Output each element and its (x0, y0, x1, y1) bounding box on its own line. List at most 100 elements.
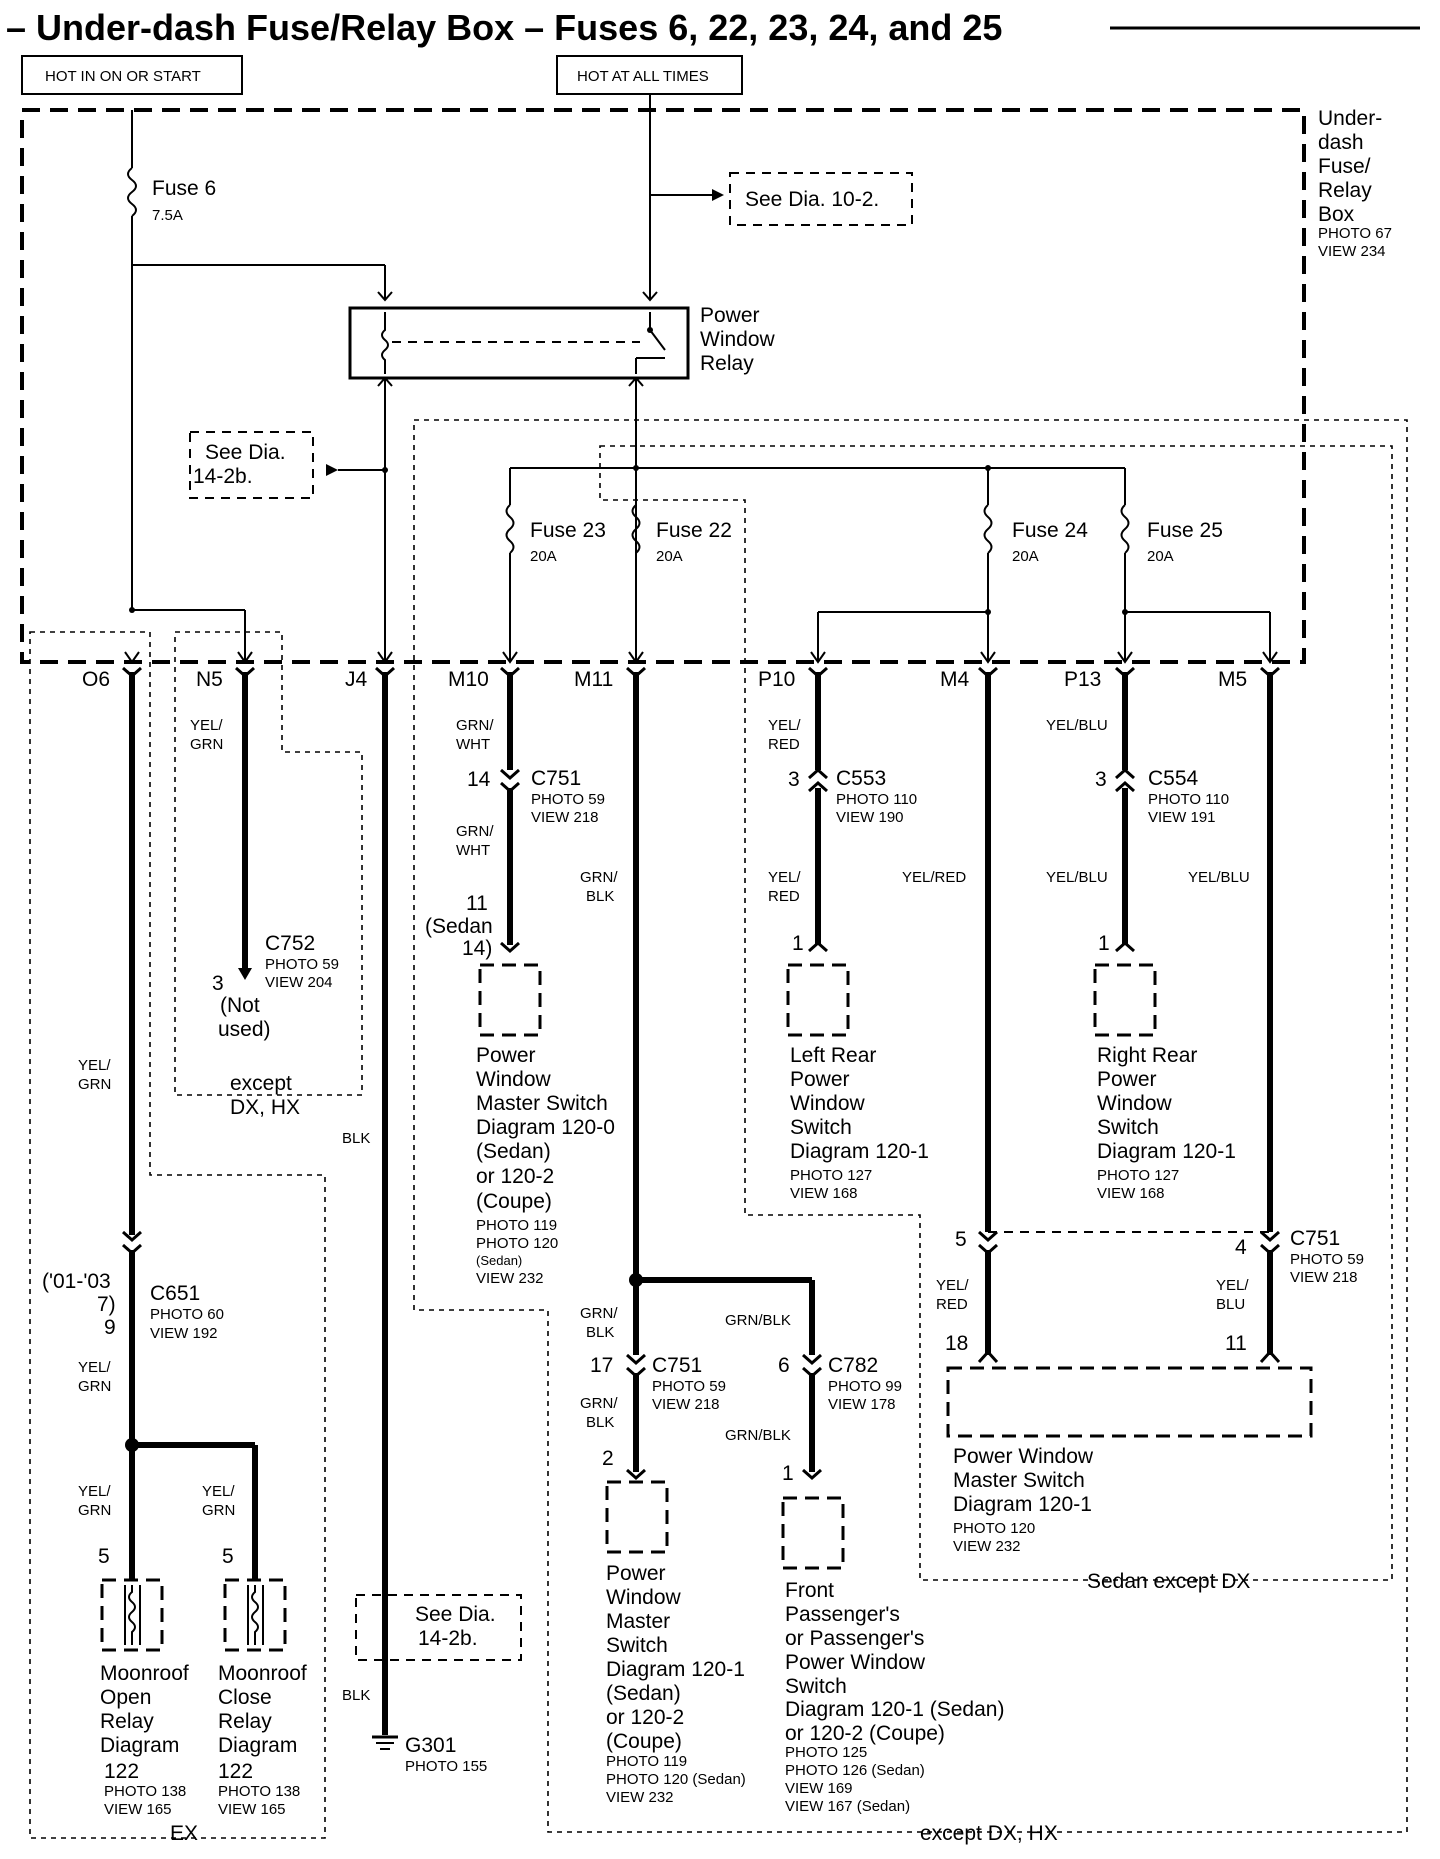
terminal-m5: M5 (1218, 668, 1247, 691)
fuse-6-symbol (127, 167, 137, 217)
c751-m-view: VIEW 218 (1290, 1269, 1358, 1286)
c651-photo: PHOTO 60 (150, 1306, 224, 1323)
fuse-22-symbol (631, 504, 641, 554)
c554-pin-out: 1 (1098, 932, 1110, 955)
c751-m-pin-out-l: 18 (945, 1332, 968, 1355)
c751-m-pin-r: 4 (1235, 1236, 1247, 1259)
m10-wire-color-bottom: GRN/ WHT (456, 823, 498, 859)
front-pass-component (781, 1496, 845, 1570)
moonroof-open-text: Moonroof Open Relay Diagram 122 (100, 1662, 195, 1783)
c782-name: C782 (828, 1354, 878, 1377)
terminal-p10: P10 (758, 668, 795, 691)
c752-pin: 3 (212, 972, 224, 995)
moonroof-close-wire-color: YEL/ GRN (202, 1483, 239, 1519)
pw-master-m11-text: Power Window Master Switch Diagram 120-1… (606, 1562, 751, 1753)
j4-wire-color-top: BLK (342, 1130, 370, 1147)
moonroof-open-relay (100, 1578, 164, 1652)
right-rear-text: Right Rear Power Window Switch Diagram 1… (1097, 1044, 1236, 1163)
c651-name: C651 (150, 1282, 200, 1305)
right-rear-component (1093, 963, 1157, 1037)
c751-m-pin-l: 5 (955, 1228, 967, 1251)
moonroof-close-pin: 5 (222, 1545, 234, 1568)
c751-m10-pin: 14 (467, 768, 491, 791)
m11-left-wire-color-b: GRN/ BLK (580, 1395, 622, 1431)
region-sedan-except-dx-label: Sedan except DX (1087, 1570, 1250, 1593)
box-photo: PHOTO 67 (1318, 225, 1392, 242)
fuse-22-name: Fuse 22 (656, 519, 732, 542)
fuse-6-name: Fuse 6 (152, 177, 216, 200)
c782-pin-out: 1 (782, 1462, 794, 1485)
o6-wire-color: YEL/ GRN (78, 1057, 115, 1093)
pw-master-m10-refs: PHOTO 119 PHOTO 120 (Sedan) VIEW 232 (476, 1217, 562, 1287)
moonroof-close-text: Moonroof Close Relay Diagram 122 (218, 1662, 313, 1783)
hot-on-start-box (21, 55, 243, 95)
see-dia-14-2b-bottom-box (355, 1594, 522, 1661)
terminal-m11: M11 (574, 668, 613, 691)
left-rear-text: Left Rear Power Window Switch Diagram 12… (790, 1044, 929, 1163)
c554-pin: 3 (1095, 768, 1107, 791)
pw-master-m4-text: Power Window Master Switch Diagram 120-1 (953, 1445, 1099, 1516)
c782-wire-color: GRN/BLK (725, 1427, 791, 1444)
c751-m11-photo: PHOTO 59 (652, 1378, 726, 1395)
c554-name: C554 (1148, 767, 1199, 790)
c752-note: (Not used) (218, 994, 271, 1041)
c553-name: C553 (836, 767, 886, 790)
moonroof-open-wire-color: YEL/ GRN (78, 1483, 115, 1519)
m10-wire-color-top: GRN/ WHT (456, 717, 498, 753)
left-rear-component (786, 963, 850, 1037)
fuse-22-rating: 20A (656, 548, 683, 565)
pw-master-m10-text: Power Window Master Switch Diagram 120-0… (476, 1044, 621, 1213)
moonroof-close-relay (223, 1578, 287, 1652)
region-ex-label: EX (170, 1822, 198, 1845)
fuse-25-rating: 20A (1147, 548, 1174, 565)
p10-wire-color-bottom: YEL/ RED (768, 869, 805, 905)
left-rear-refs: PHOTO 127 VIEW 168 (790, 1167, 876, 1202)
front-pass-refs: PHOTO 125 PHOTO 126 (Sedan) VIEW 169 VIE… (785, 1744, 929, 1815)
terminal-p13: P13 (1064, 668, 1101, 691)
m11-wire-color-top: GRN/ BLK (580, 869, 622, 905)
region-except-small-label: except DX, HX (230, 1072, 300, 1119)
right-rear-refs: PHOTO 127 VIEW 168 (1097, 1167, 1183, 1202)
ground-symbol (372, 1735, 398, 1750)
see-dia-14-2b-top-box (189, 431, 314, 499)
m4-wire-color: YEL/RED (902, 869, 966, 886)
pw-master-m4-refs: PHOTO 120 VIEW 232 (953, 1520, 1039, 1555)
terminal-m4: M4 (940, 668, 969, 691)
c651-pin: ('01-'03 7) 9 (42, 1270, 122, 1339)
box-name: Under- dash Fuse/ Relay Box (1318, 107, 1388, 226)
terminal-j4: J4 (345, 668, 368, 691)
region-except-dx-hx-label: except DX, HX (920, 1822, 1058, 1845)
pw-master-m4-component (946, 1366, 1313, 1438)
power-window-relay (348, 306, 690, 380)
c751-m-pin-out-r: 11 (1225, 1332, 1247, 1355)
c554-view: VIEW 191 (1148, 809, 1216, 826)
p13-wire-color-top: YEL/BLU (1046, 717, 1108, 734)
c553-pin: 3 (788, 768, 800, 791)
fuse-25-name: Fuse 25 (1147, 519, 1223, 542)
c751-m10-name: C751 (531, 767, 581, 790)
c553-pin-out: 1 (792, 932, 804, 955)
region-except-dx-hx-outline (413, 419, 1408, 1833)
hot-all-times-label: HOT AT ALL TIMES (577, 68, 709, 85)
fuse-23-symbol (505, 504, 515, 554)
see-dia-14-2b-top-label: See Dia. 14-2b. (193, 441, 291, 488)
ground-name: G301 (405, 1734, 456, 1757)
p10-wire-color-top: YEL/ RED (768, 717, 805, 753)
fuse-23-rating: 20A (530, 548, 557, 565)
c651-view: VIEW 192 (150, 1325, 218, 1342)
c553-view: VIEW 190 (836, 809, 904, 826)
terminal-o6: O6 (82, 668, 110, 691)
m5-lower-wire-color: YEL/ BLU (1216, 1277, 1253, 1313)
c553-photo: PHOTO 110 (836, 791, 917, 808)
fuse-relay-box-outline (20, 108, 1306, 664)
page-title: – Under-dash Fuse/Relay Box – Fuses 6, 2… (6, 7, 1002, 48)
p13-wire-color-bottom: YEL/BLU (1046, 869, 1108, 886)
terminal-n5: N5 (196, 668, 223, 691)
moonroof-open-pin: 5 (98, 1545, 110, 1568)
pw-master-m11-refs: PHOTO 119 PHOTO 120 (Sedan) VIEW 232 (606, 1753, 750, 1806)
c751-m10-photo: PHOTO 59 (531, 791, 605, 808)
see-dia-10-2-label: See Dia. 10-2. (745, 188, 879, 211)
n5-wire-color: YEL/ GRN (190, 717, 227, 753)
c751-m11-view: VIEW 218 (652, 1396, 720, 1413)
